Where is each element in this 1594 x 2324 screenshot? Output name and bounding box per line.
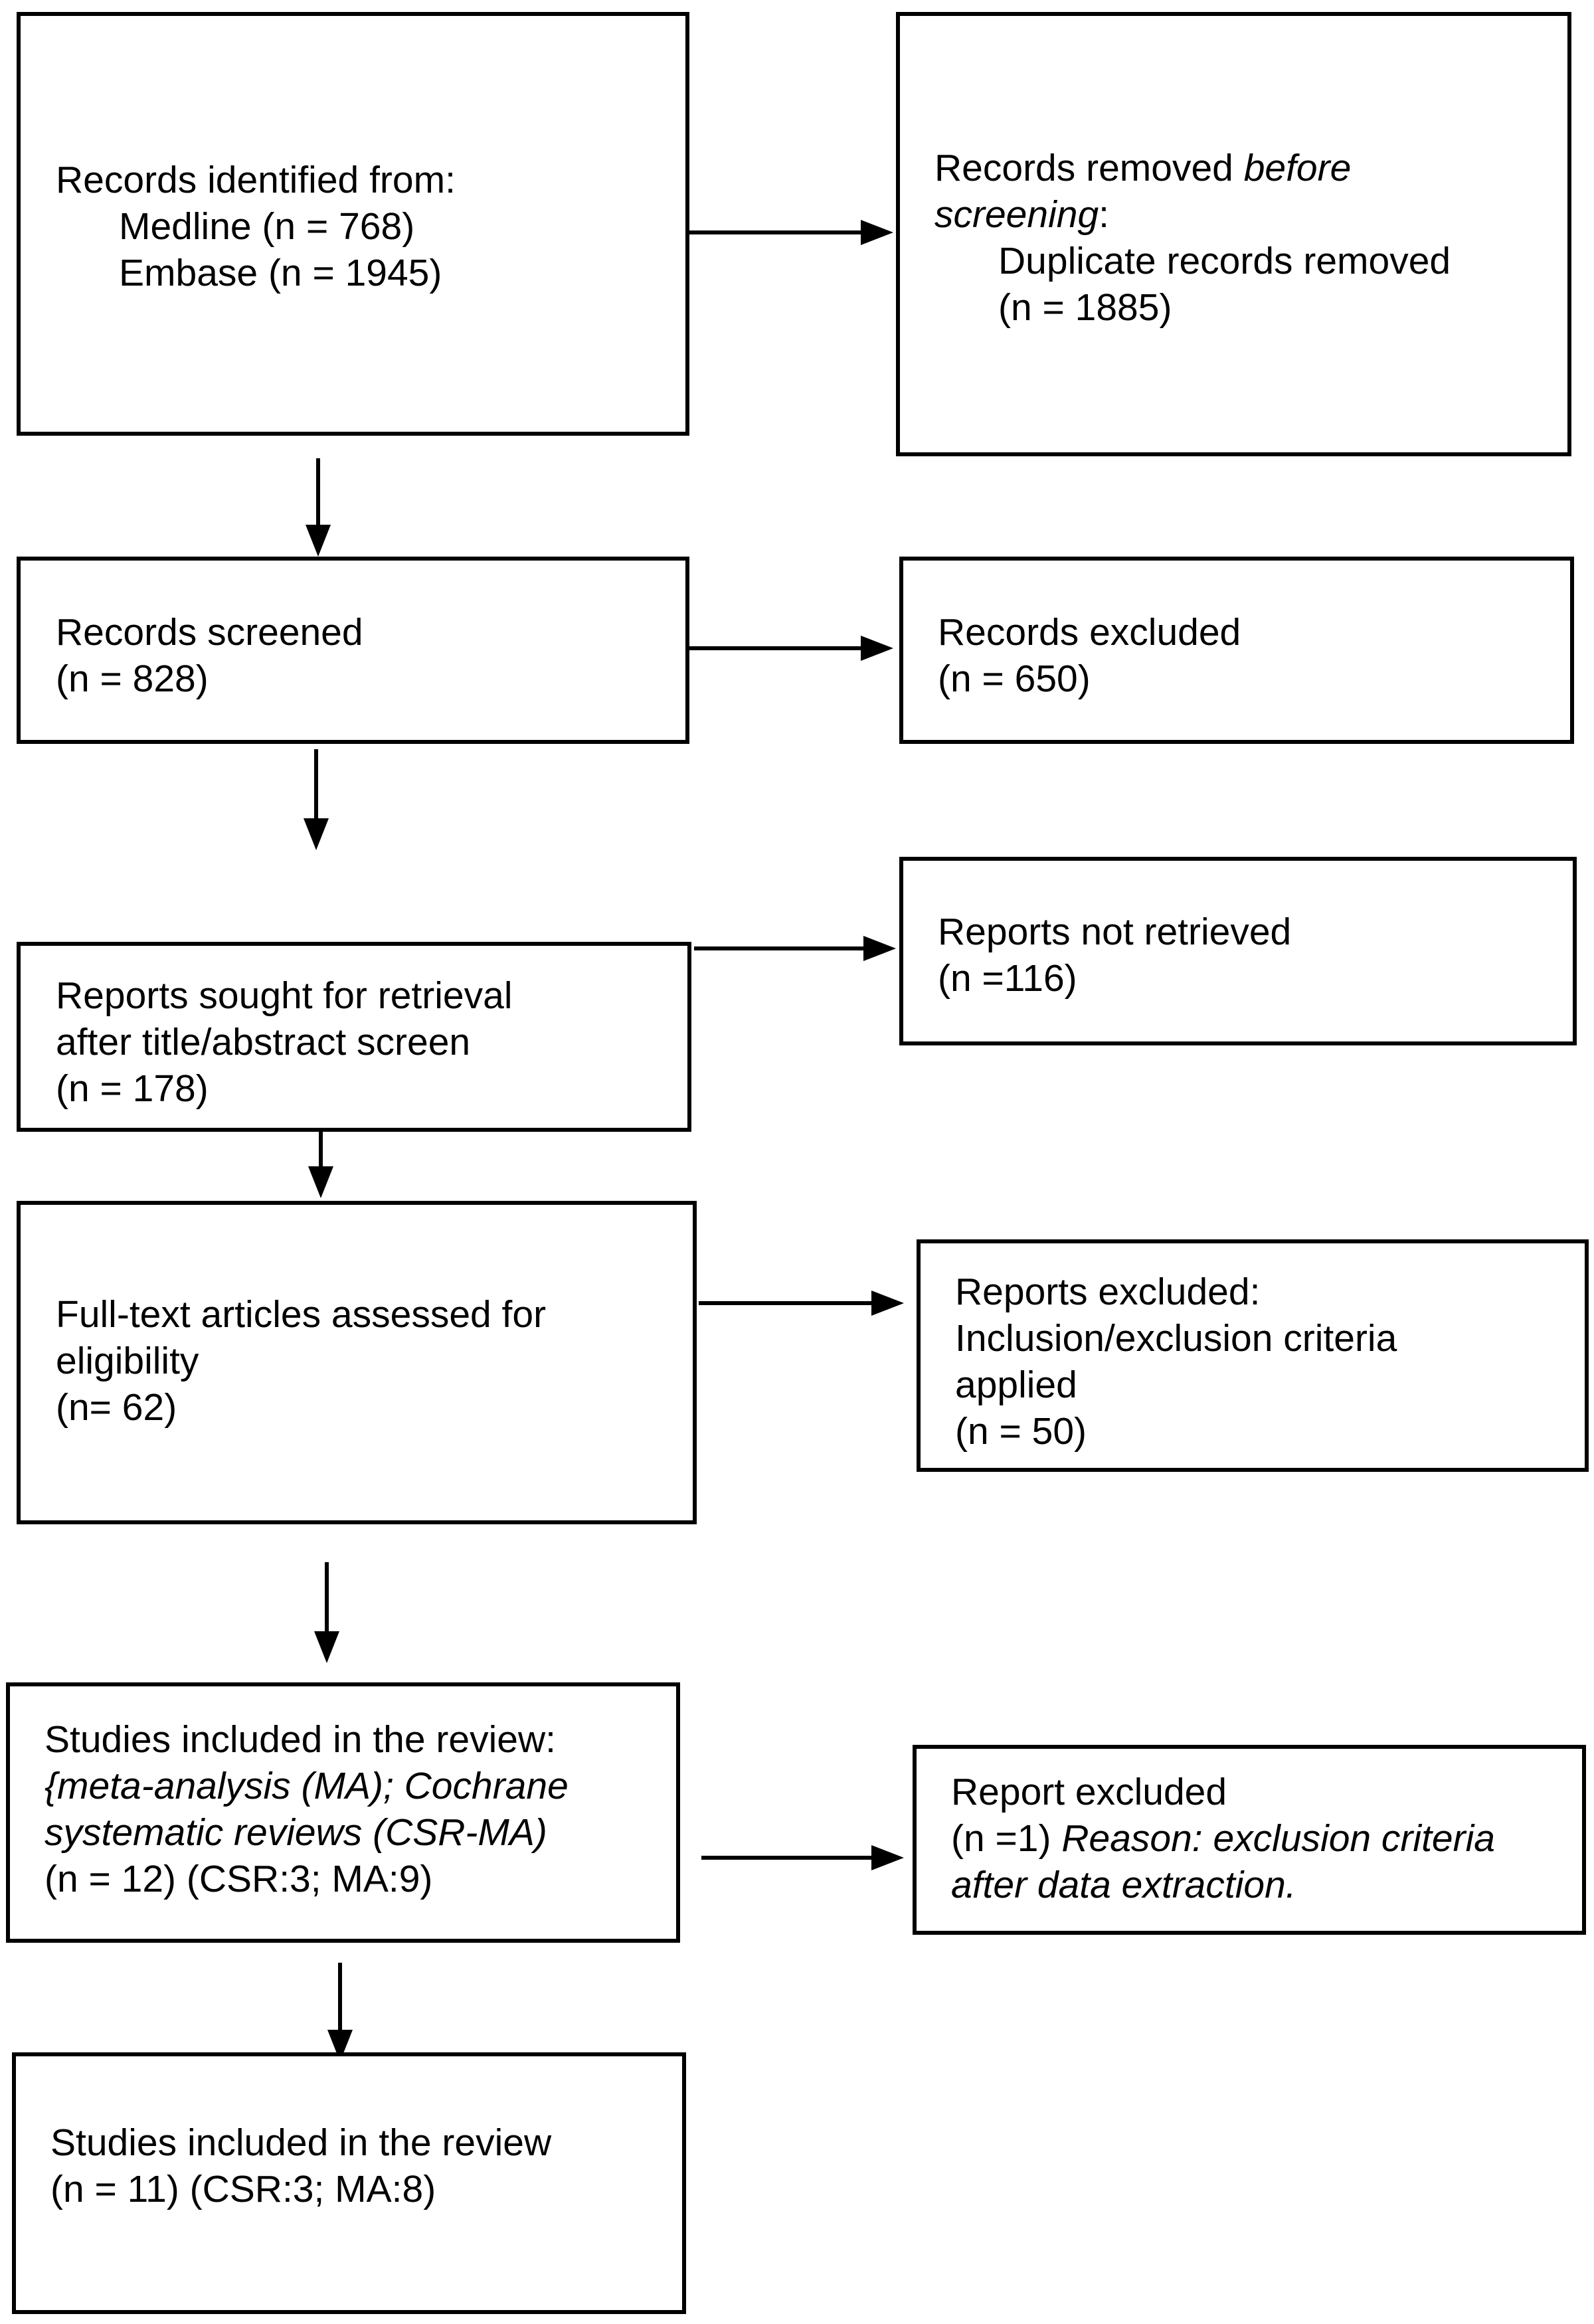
reports-excluded-line2: Inclusion/exclusion criteria bbox=[955, 1317, 1397, 1360]
arrowhead bbox=[871, 1291, 904, 1316]
report-excluded-1-box: Report excluded (n =1) Reason: exclusion… bbox=[913, 1745, 1586, 1935]
fulltext-assessed-box: Full-text articles assessed for eligibil… bbox=[17, 1201, 697, 1524]
embase-count: Embase (n = 1945) bbox=[119, 252, 442, 294]
included-12-line1: Studies included in the review: bbox=[44, 1718, 556, 1761]
reports-excluded-count: (n = 50) bbox=[955, 1410, 1087, 1453]
fulltext-line2: eligibility bbox=[56, 1340, 199, 1382]
fulltext-count: (n= 62) bbox=[56, 1386, 177, 1429]
report-excluded-1-count: (n =1) Reason: exclusion criteria bbox=[951, 1817, 1495, 1860]
reports-sought-count: (n = 178) bbox=[56, 1067, 209, 1110]
arrowhead bbox=[304, 818, 329, 850]
report-excluded-1-title: Report excluded bbox=[951, 1771, 1227, 1813]
records-excluded-count: (n = 650) bbox=[938, 658, 1091, 700]
arrowhead bbox=[306, 525, 331, 557]
reports-not-retrieved-title: Reports not retrieved bbox=[938, 911, 1292, 953]
included-11-line1: Studies included in the review bbox=[50, 2121, 552, 2164]
reports-not-retrieved-count: (n =116) bbox=[938, 957, 1077, 1000]
duplicate-records-label: Duplicate records removed bbox=[998, 240, 1451, 282]
records-screened-title: Records screened bbox=[56, 611, 363, 654]
included-11-count: (n = 11) (CSR:3; MA:8) bbox=[50, 2168, 436, 2210]
included-12-line3: systematic reviews (CSR-MA) bbox=[44, 1811, 547, 1854]
records-screened-box: Records screened (n = 828) bbox=[17, 557, 689, 744]
reports-sought-line2: after title/abstract screen bbox=[56, 1021, 471, 1063]
included-12-count: (n = 12) (CSR:3; MA:9) bbox=[44, 1858, 433, 1900]
records-removed-title-cont: screening: bbox=[934, 193, 1109, 236]
reports-sought-box: Reports sought for retrieval after title… bbox=[17, 942, 691, 1132]
reports-excluded-box: Reports excluded: Inclusion/exclusion cr… bbox=[917, 1239, 1589, 1472]
reports-excluded-line1: Reports excluded: bbox=[955, 1271, 1261, 1313]
records-removed-box: Records removed before screening: Duplic… bbox=[896, 12, 1571, 456]
report-excluded-1-reason: after data extraction. bbox=[951, 1864, 1296, 1906]
duplicate-records-count: (n = 1885) bbox=[998, 286, 1172, 329]
records-removed-title: Records removed before bbox=[934, 147, 1352, 189]
arrowhead bbox=[327, 2030, 353, 2062]
reports-sought-line1: Reports sought for retrieval bbox=[56, 974, 513, 1017]
medline-count: Medline (n = 768) bbox=[119, 205, 415, 248]
reports-not-retrieved-box: Reports not retrieved (n =116) bbox=[899, 857, 1577, 1045]
records-excluded-title: Records excluded bbox=[938, 611, 1241, 654]
studies-included-12-box: Studies included in the review: {meta-an… bbox=[6, 1682, 680, 1943]
arrowhead bbox=[871, 1845, 904, 1870]
arrowhead bbox=[861, 636, 893, 661]
fulltext-line1: Full-text articles assessed for bbox=[56, 1293, 547, 1336]
reports-excluded-line3: applied bbox=[955, 1364, 1077, 1406]
arrowhead bbox=[863, 936, 896, 961]
arrowhead bbox=[308, 1166, 333, 1198]
records-identified-box: Records identified from: Medline (n = 76… bbox=[17, 12, 689, 436]
records-screened-count: (n = 828) bbox=[56, 658, 209, 700]
arrowhead bbox=[314, 1631, 339, 1663]
arrowhead bbox=[861, 220, 893, 245]
records-identified-title: Records identified from: bbox=[56, 159, 456, 201]
included-12-line2: {meta-analysis (MA); Cochrane bbox=[44, 1765, 569, 1807]
records-excluded-box: Records excluded (n = 650) bbox=[899, 557, 1574, 744]
studies-included-11-box: Studies included in the review (n = 11) … bbox=[12, 2052, 686, 2314]
